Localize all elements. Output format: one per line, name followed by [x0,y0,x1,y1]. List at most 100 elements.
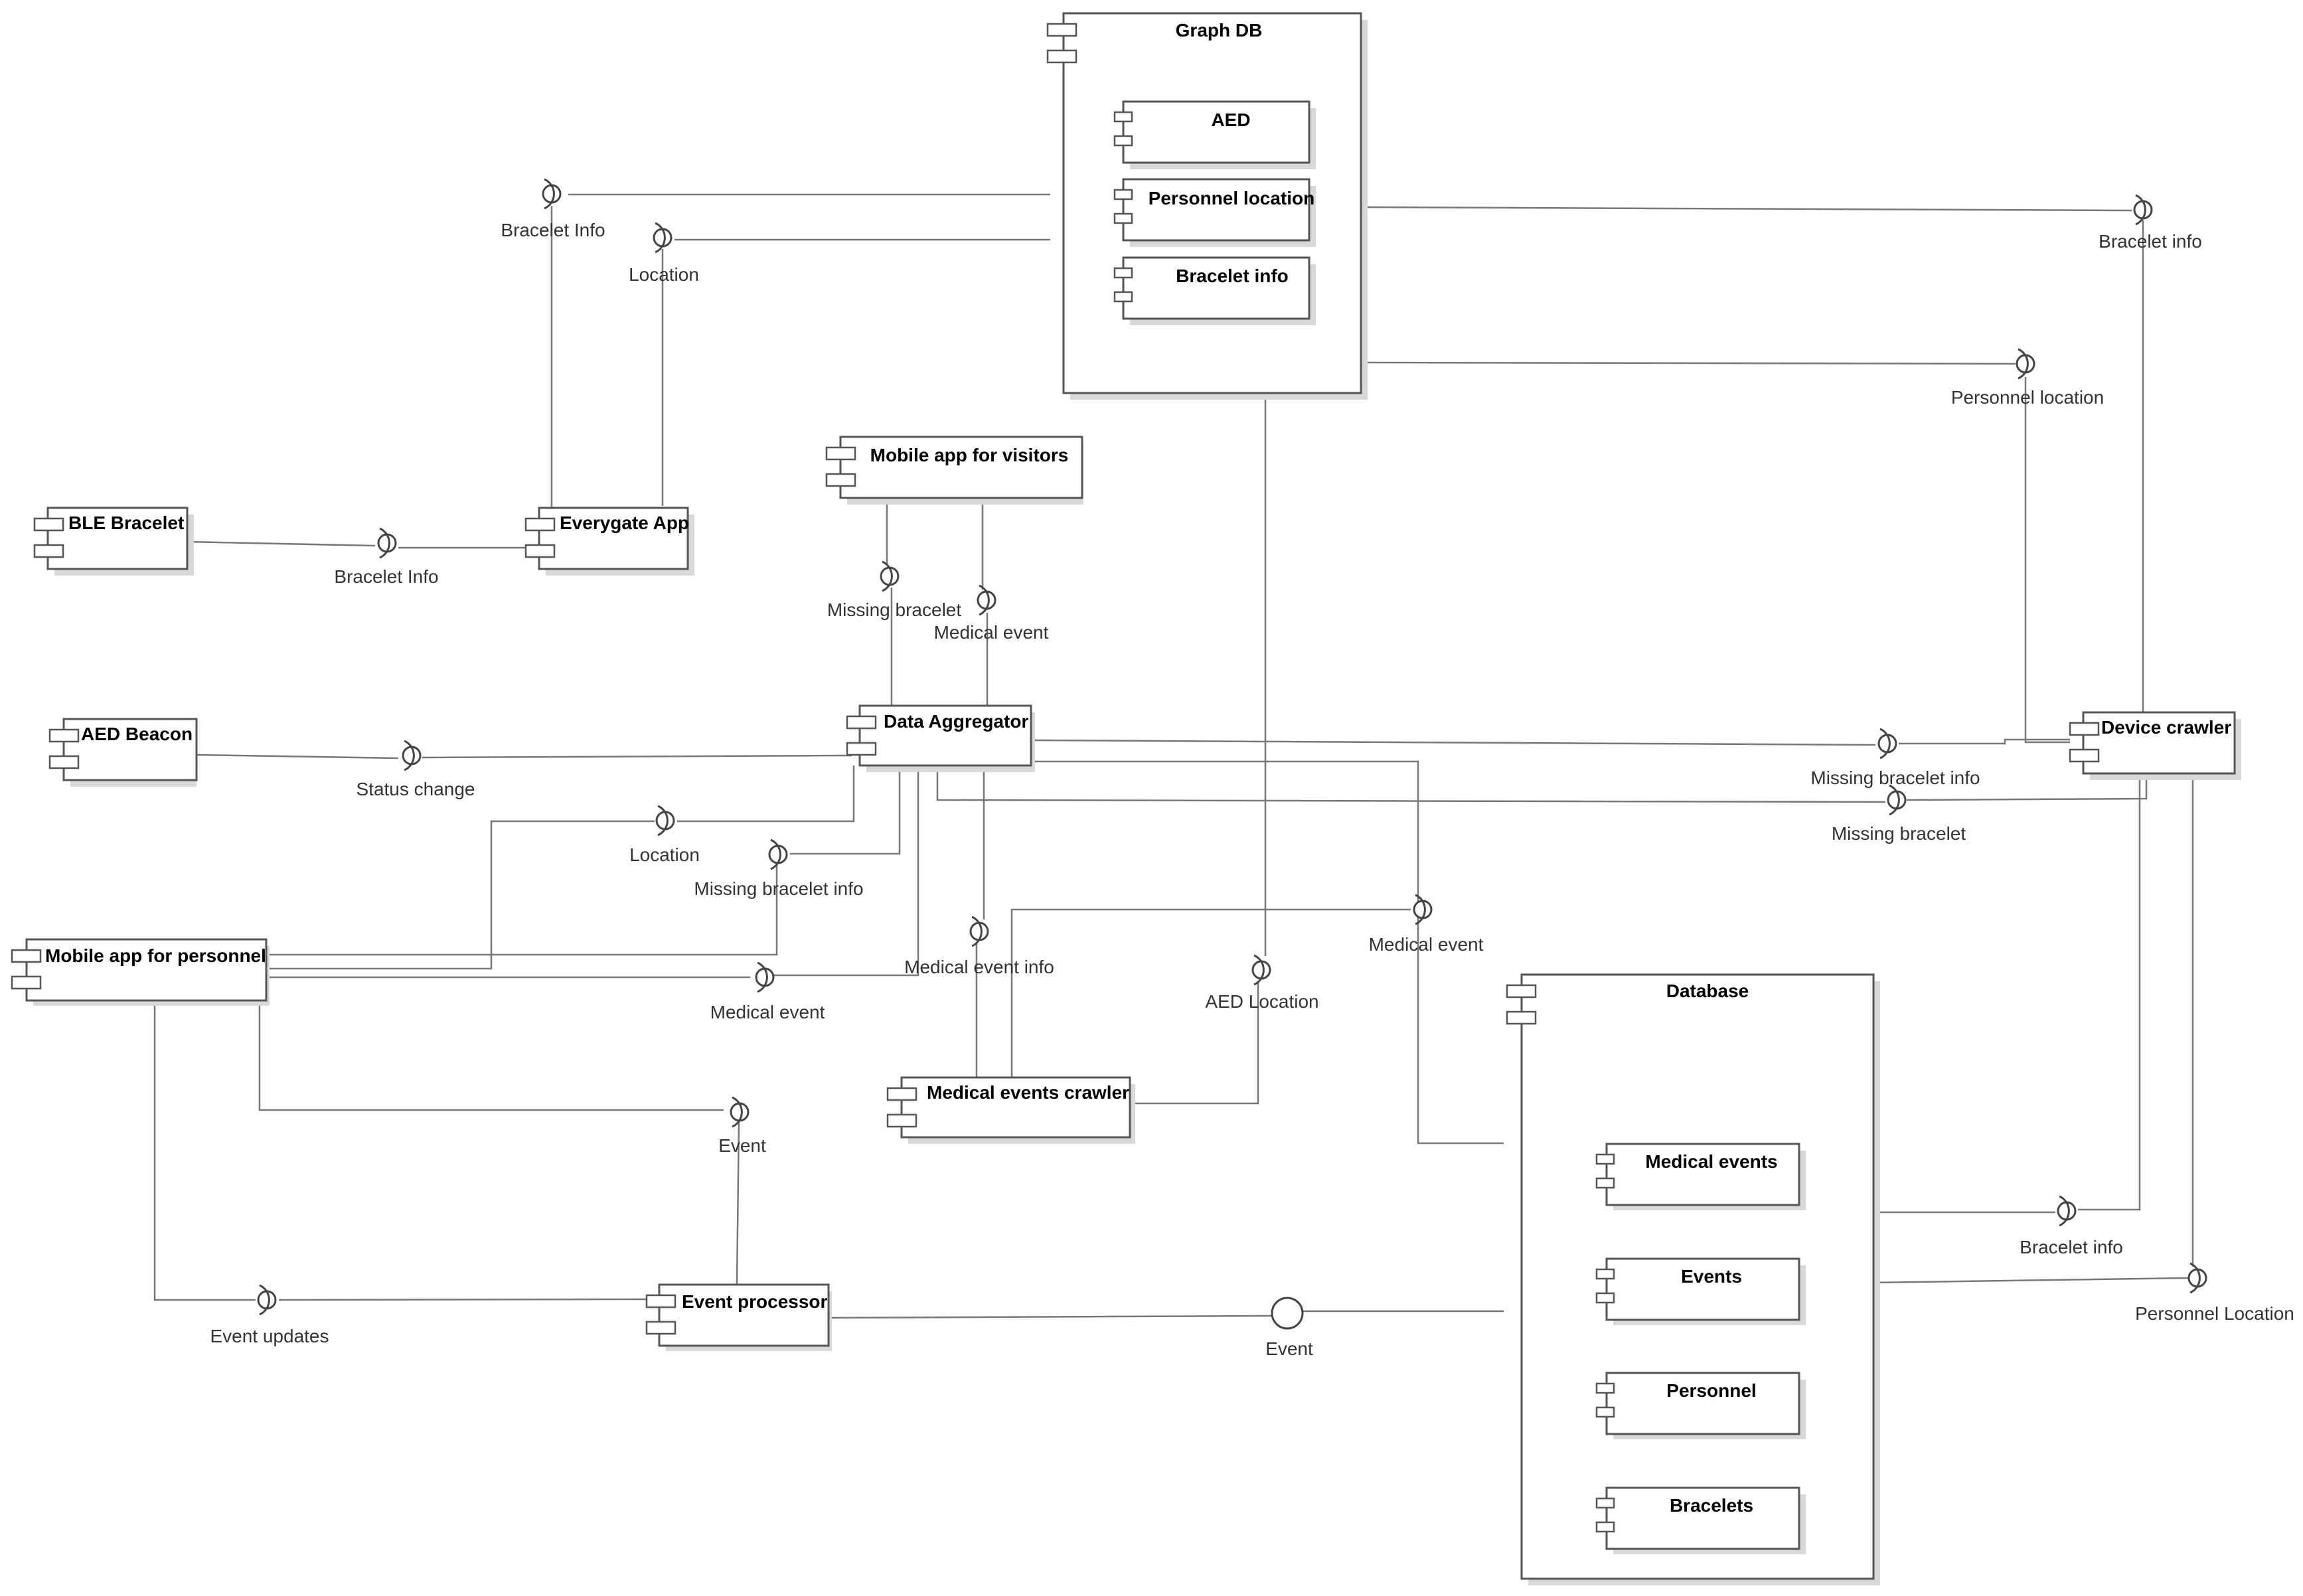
aed-title: AED [1211,110,1250,130]
label-bracelet-info-right: Bracelet info [2099,231,2202,252]
interface-personnel-location-db [2187,1262,2207,1294]
medical-events-title: Medical events [1645,1151,1777,1172]
component-everygate-app[interactable]: Everygate App [524,507,694,576]
component-medical-events-crawler[interactable]: Medical events crawler [886,1076,1135,1144]
label-medical-event-personnel: Medical event [710,1002,825,1022]
label-location-top: Location [629,264,699,285]
wire-graphdb-bracelet-info-right [1359,206,2132,212]
component-personnel-location[interactable]: Personnel location [1113,178,1316,247]
interface-missing-bracelet-info-personnel [768,838,788,870]
component-bracelet-info[interactable]: Bracelet info [1113,256,1316,325]
label-missing-bracelet-info-personnel: Missing bracelet info [694,878,863,899]
interface-event-db [1271,1297,1304,1330]
wire-crawler-missing-bracelet-info [1899,738,2070,745]
mobile-app-visitors-title: Mobile app for visitors [870,445,1069,465]
wire-aggregator-missing-bracelet-info [1030,739,1876,746]
interface-event-personnel [730,1096,750,1128]
label-medical-event-info: Medical event info [904,957,1054,977]
component-data-aggregator[interactable]: Data Aggregator [846,704,1035,772]
wire-medcrawler-aed-location [1130,983,1259,1105]
interface-bracelet-info-ble [377,527,397,559]
personnel-location-title: Personnel location [1149,188,1315,208]
component-database[interactable]: Database [1506,973,1880,1585]
interface-location-top [653,222,673,254]
wire-crawler-missing-bracelet-right [1906,780,2148,801]
component-bracelets[interactable]: Bracelets [1595,1486,1806,1554]
component-mobile-app-visitors[interactable]: Mobile app for visitors [825,436,1083,505]
interface-location-personnel [655,805,675,837]
component-personnel[interactable]: Personnel [1595,1372,1806,1439]
wire-crawler-personnel-location [2024,377,2070,744]
wire-aggregator-medical-event-left [773,765,919,977]
label-bracelet-info-db: Bracelet info [2020,1237,2123,1257]
label-missing-bracelet-visitors: Missing bracelet [827,599,962,620]
label-event-updates: Event updates [210,1326,329,1346]
interface-personnel-location-right [2016,348,2035,380]
interface-missing-bracelet-info-crawler [1877,728,1897,759]
component-mobile-app-personnel[interactable]: Mobile app for personnel [11,938,270,1006]
mobile-app-personnel-title: Mobile app for personnel [45,945,266,966]
label-missing-bracelet-info-crawler: Missing bracelet info [1810,767,1980,788]
wire-personnel-event [258,1000,724,1111]
wire-processor-event [736,1121,740,1285]
bracelets-title: Bracelets [1670,1495,1753,1516]
component-aed-beacon[interactable]: AED Beacon [48,718,198,787]
wire-aggregator-database [1031,760,1504,1145]
label-event-personnel: Event [718,1135,766,1156]
interface-bracelet-info-right [2133,194,2153,226]
aed-beacon-title: AED Beacon [81,724,193,744]
label-event-db: Event [1265,1338,1313,1359]
data-aggregator-title: Data Aggregator [884,711,1028,732]
personnel-title: Personnel [1666,1380,1756,1401]
wire-processor-event-updates [278,1298,647,1301]
wire-database-personnel-location [1871,1277,2190,1284]
wire-beacon-status [196,754,399,759]
wire-processor-event-db [828,1315,1272,1319]
label-bracelet-info-ble: Bracelet Info [334,566,438,587]
component-ble-bracelet[interactable]: BLE Bracelet [33,507,194,576]
component-medical-events[interactable]: Medical events [1595,1143,1806,1210]
events-title: Events [1681,1266,1742,1287]
ble-bracelet-title: BLE Bracelet [68,513,184,533]
wire-aggregator-missing-bracelet-info-left [790,765,901,855]
wire-aggregator-missing-bracelet-right [936,765,1886,803]
wire-crawler-bracelet-info-db [2078,780,2141,1211]
label-bracelet-info-top: Bracelet Info [501,220,605,240]
interface-status-change [402,740,422,771]
interface-medical-event-visitors [977,584,996,616]
label-personnel-location-db: Personnel Location [2135,1303,2294,1324]
interface-medical-event-info [969,916,989,947]
label-medical-event-mid: Medical event [1369,934,1484,955]
wire-medcrawler-medical-event [1010,908,1411,1077]
label-aed-location: AED Location [1205,991,1318,1012]
component-aed[interactable]: AED [1113,100,1316,169]
interface-missing-bracelet-crawler [1887,784,1907,816]
database-title: Database [1666,981,1749,1001]
interface-medical-event-mid [1413,894,1433,925]
interface-medical-event-personnel [755,961,775,993]
label-medical-event-visitors: Medical event [934,622,1049,643]
label-location-personnel: Location [629,844,700,865]
interface-event-updates [257,1284,277,1316]
interface-missing-bracelet-visitors [880,560,900,592]
component-events[interactable]: Events [1595,1257,1806,1325]
interface-aed-location [1251,954,1271,986]
wire-personnel-location [266,820,655,970]
everygate-app-title: Everygate App [560,513,689,533]
label-status-change: Status change [356,779,475,799]
wire-ble-bracelet-info [187,540,376,547]
bracelet-info-title: Bracelet info [1176,266,1289,286]
component-event-processor[interactable]: Event processor [645,1283,832,1351]
wire-aggregator-status [422,754,852,759]
interface-labels: Bracelet Info Location Bracelet info Per… [210,220,2294,1359]
wire-personnel-missing-bracelet-info [266,863,778,956]
wire-graphdb-personnel-location [1359,361,2016,365]
component-device-crawler[interactable]: Device crawler [2069,711,2241,780]
device-crawler-title: Device crawler [2101,717,2231,738]
interface-bracelet-info-top [542,178,562,210]
medical-events-crawler-title: Medical events crawler [927,1082,1129,1103]
wire-aggregator-location [677,765,855,823]
connector-lines [153,193,2194,1319]
wire-personnel-event-updates [153,1000,256,1301]
event-processor-title: Event processor [682,1291,828,1312]
